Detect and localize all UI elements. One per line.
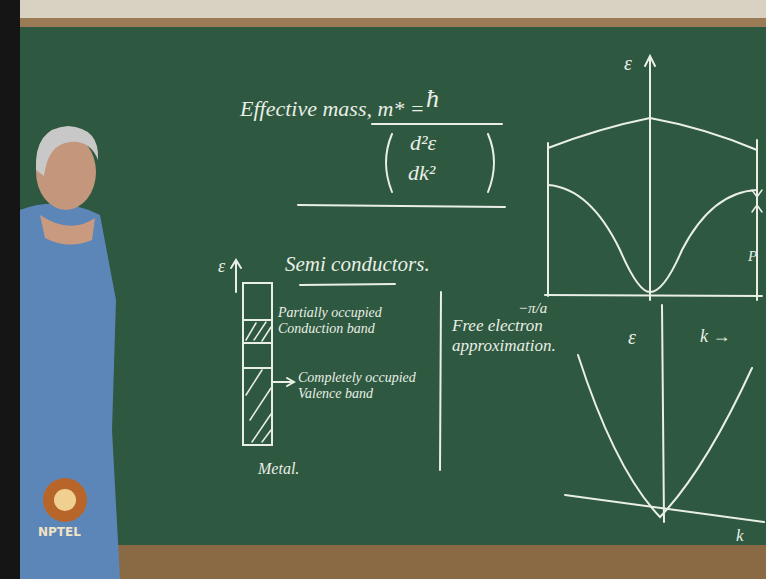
gap-arrows [752,190,762,212]
arrowhead [645,56,655,66]
fraction-bar [372,123,502,125]
section-heading: Semi conductors. [285,252,430,276]
axis-label: k [736,526,744,546]
energy-axis [649,58,651,300]
zone-boundary [756,140,758,300]
logo-wheel [43,478,87,522]
hatching [246,322,271,442]
arrowhead [287,378,294,386]
arrowhead [231,260,241,268]
divider [440,292,441,470]
logo-wheel [54,489,76,511]
energy-axis [235,262,237,292]
band-note: Partially occupied Conduction band [278,305,396,337]
formula-label: Effective mass, m* = [240,96,425,121]
caption-note: Metal. [258,460,299,478]
formula-term: dk² [408,160,435,185]
band-box [243,283,272,445]
lecturer-hair [36,126,98,176]
formula-term: d²ε [410,130,436,155]
band-edge [243,319,272,321]
formula-numerator: ħ [426,84,439,114]
axis-label: k → [700,326,731,347]
parenthesis [386,134,392,192]
band-edge [243,342,272,344]
axis-label: ε [624,52,632,75]
axis-tick: −π/a [518,300,547,317]
upper-band [548,118,757,150]
band-edge [243,367,272,369]
wall-strip [0,0,766,20]
axis-label: ε [628,326,636,349]
zone-boundary [547,143,549,296]
parabola [578,355,752,517]
axis-label: P [748,248,757,265]
dark-edge [0,0,20,579]
underline [300,284,395,285]
lecturer-neck [40,215,95,245]
lower-band [548,185,757,292]
band-note: Completely occupied Valence band [298,370,423,402]
logo-text: NPTEL [38,526,81,540]
k-axis [565,495,764,522]
method-note: Free electron approximation. [452,316,582,355]
board-frame [0,18,766,27]
pointer-arrow [272,381,293,383]
k-axis [545,295,762,296]
energy-axis [662,305,664,522]
underline [298,205,505,207]
axis-label: ε [218,256,225,277]
parenthesis [488,134,494,192]
lecturer-shirt [20,204,120,579]
